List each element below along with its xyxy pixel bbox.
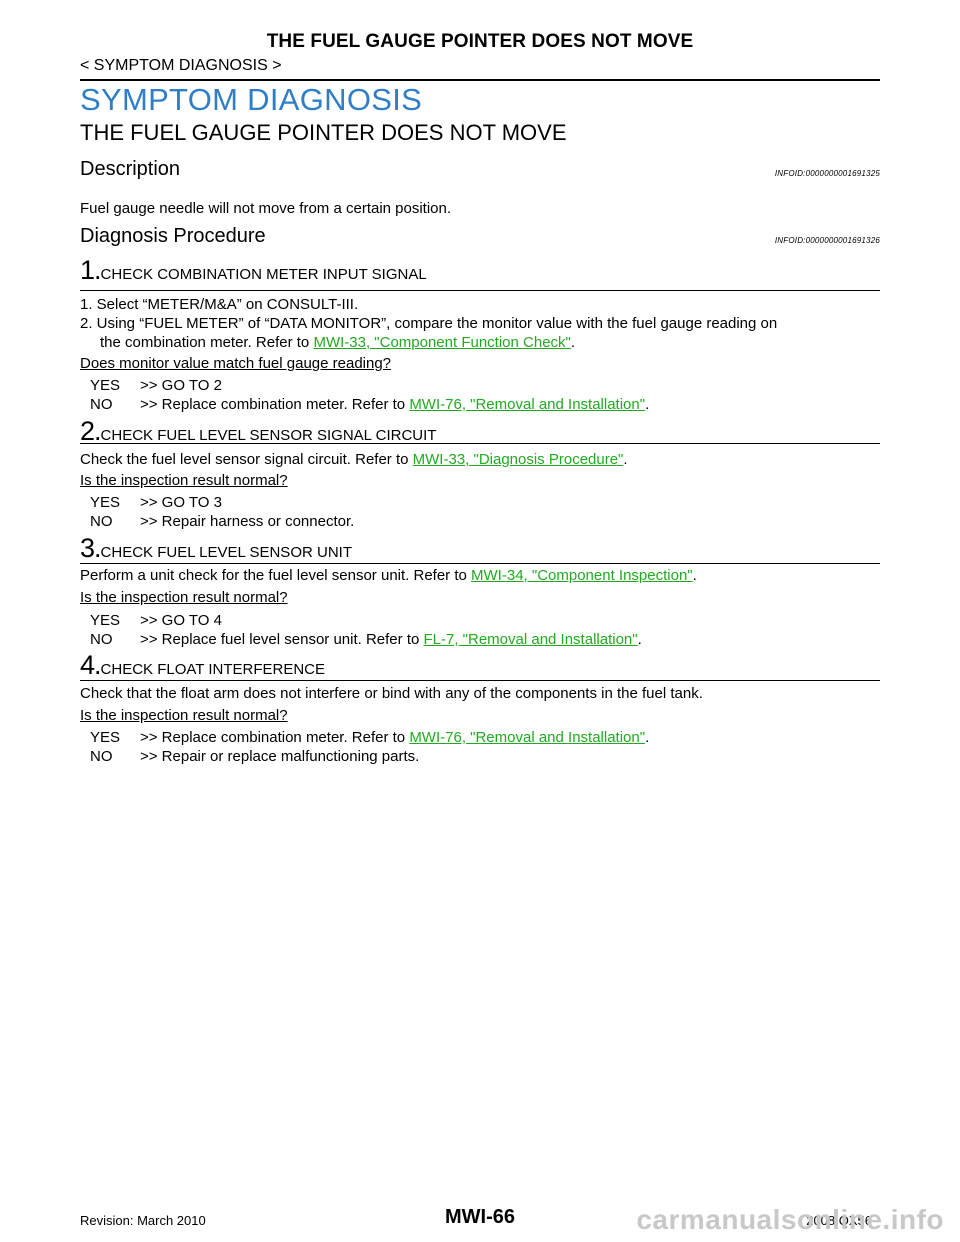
answer-key: NO: [90, 748, 113, 765]
answer-text: >> GO TO 2: [140, 377, 222, 394]
answer-key: YES: [90, 494, 121, 511]
answer-text: >> Repair harness or connector.: [140, 513, 355, 530]
step3-text-end: .: [692, 567, 697, 584]
breadcrumb: < SYMPTOM DIAGNOSIS >: [80, 57, 282, 74]
step2-question: Is the inspection result normal?: [80, 472, 288, 489]
step1-item1: 1. Select “METER/M&A” on CONSULT-III.: [80, 296, 359, 313]
step1-item2-cont-text: the combination meter. Refer to: [100, 334, 314, 351]
step2-text: Check the fuel level sensor signal circu…: [80, 450, 880, 469]
step1-item2-end: .: [570, 334, 576, 351]
answer-text: >> GO TO 3: [140, 494, 222, 511]
step1-item2: 2. Using “FUEL METER” of “DATA MONITOR”,…: [80, 315, 778, 332]
footer-page-number: MWI-66: [445, 1206, 515, 1228]
answer-text: >> Replace combination meter. Refer to: [140, 729, 410, 746]
step2-answer-yes: YES >> GO TO 3: [90, 494, 222, 511]
answer-text: >> Replace combination meter. Refer to: [140, 396, 410, 413]
step1-answer-yes: YES >> GO TO 2: [90, 377, 222, 394]
description-text: Fuel gauge needle will not move from a c…: [80, 200, 452, 217]
answer-text: >> Replace fuel level sensor unit. Refer…: [140, 631, 424, 648]
step1-item2-cont: the combination meter. Refer to MWI-33, …: [100, 333, 880, 352]
step1-answer-no: NO >> Replace combination meter. Refer to…: [90, 396, 649, 413]
step4-title: CHECK FLOAT INTERFERENCE: [100, 661, 326, 678]
answer-key: NO: [90, 513, 113, 530]
step3-number: 3.: [80, 533, 102, 563]
step3-text-body: Perform a unit check for the fuel level …: [80, 567, 472, 584]
step2-rule: [80, 443, 880, 444]
step4-answer-no: NO >> Repair or replace malfunctioning pa…: [90, 748, 419, 765]
step4-link-removal-installation[interactable]: MWI-76, "Removal and Installation": [409, 729, 646, 746]
footer-model: 2008 QX56: [806, 1213, 872, 1228]
header-rule: [80, 79, 880, 81]
step2-number: 2.: [80, 416, 102, 446]
section-title: SYMPTOM DIAGNOSIS: [80, 82, 423, 117]
answer-end: .: [645, 729, 650, 746]
answer-text: >> GO TO 4: [140, 612, 222, 629]
step3-answer-no: NO >> Replace fuel level sensor unit. Ref…: [90, 631, 642, 648]
procedure-infoid: INFOID:0000000001691326: [774, 236, 880, 245]
step3-question: Is the inspection result normal?: [80, 589, 288, 606]
answer-end: .: [645, 396, 650, 413]
page-header-title: THE FUEL GAUGE POINTER DOES NOT MOVE: [266, 31, 694, 52]
step1-heading: 1.CHECK COMBINATION METER INPUT SIGNAL: [80, 255, 427, 286]
step2-link-diagnosis-procedure[interactable]: MWI-33, "Diagnosis Procedure": [412, 451, 624, 468]
answer-key: YES: [90, 377, 121, 394]
step3-link-fl-removal-installation[interactable]: FL-7, "Removal and Installation": [423, 631, 638, 648]
step3-rule: [80, 563, 880, 564]
step2-text-end: .: [623, 451, 628, 468]
step4-text: Check that the float arm does not interf…: [80, 685, 703, 702]
answer-key: NO: [90, 631, 113, 648]
step2-heading: 2.CHECK FUEL LEVEL SENSOR SIGNAL CIRCUIT: [80, 416, 436, 447]
answer-key: NO: [90, 396, 113, 413]
step1-question: Does monitor value match fuel gauge read…: [80, 355, 392, 372]
answer-text: >> Repair or replace malfunctioning part…: [140, 748, 420, 765]
step3-title: CHECK FUEL LEVEL SENSOR UNIT: [100, 544, 352, 561]
step4-number: 4.: [80, 650, 102, 680]
description-infoid: INFOID:0000000001691325: [774, 169, 880, 178]
step3-answer-yes: YES >> GO TO 4: [90, 612, 222, 629]
procedure-heading: Diagnosis Procedure: [80, 225, 266, 247]
answer-end: .: [637, 631, 642, 648]
step2-title: CHECK FUEL LEVEL SENSOR SIGNAL CIRCUIT: [100, 427, 437, 444]
step1-rule: [80, 290, 880, 291]
step3-heading: 3.CHECK FUEL LEVEL SENSOR UNIT: [80, 533, 352, 564]
footer-revision: Revision: March 2010: [80, 1213, 206, 1228]
description-heading: Description: [80, 158, 181, 180]
step2-answer-no: NO >> Repair harness or connector.: [90, 513, 354, 530]
topic-title: THE FUEL GAUGE POINTER DOES NOT MOVE: [80, 120, 567, 145]
step1-title: CHECK COMBINATION METER INPUT SIGNAL: [100, 266, 427, 283]
step2-text-body: Check the fuel level sensor signal circu…: [80, 451, 413, 468]
step4-heading: 4.CHECK FLOAT INTERFERENCE: [80, 650, 325, 681]
watermark: carmanualsonline.info: [636, 1204, 944, 1235]
step1-link-component-function-check[interactable]: MWI-33, "Component Function Check": [313, 334, 571, 351]
step1-link-removal-installation[interactable]: MWI-76, "Removal and Installation": [409, 396, 646, 413]
step4-rule: [80, 680, 880, 681]
step3-text: Perform a unit check for the fuel level …: [80, 566, 880, 585]
step4-question: Is the inspection result normal?: [80, 707, 288, 724]
answer-key: YES: [90, 729, 121, 746]
answer-key: YES: [90, 612, 121, 629]
step4-answer-yes: YES >> Replace combination meter. Refer t…: [90, 729, 649, 746]
step1-number: 1.: [80, 255, 102, 285]
step3-link-component-inspection[interactable]: MWI-34, "Component Inspection": [471, 567, 693, 584]
